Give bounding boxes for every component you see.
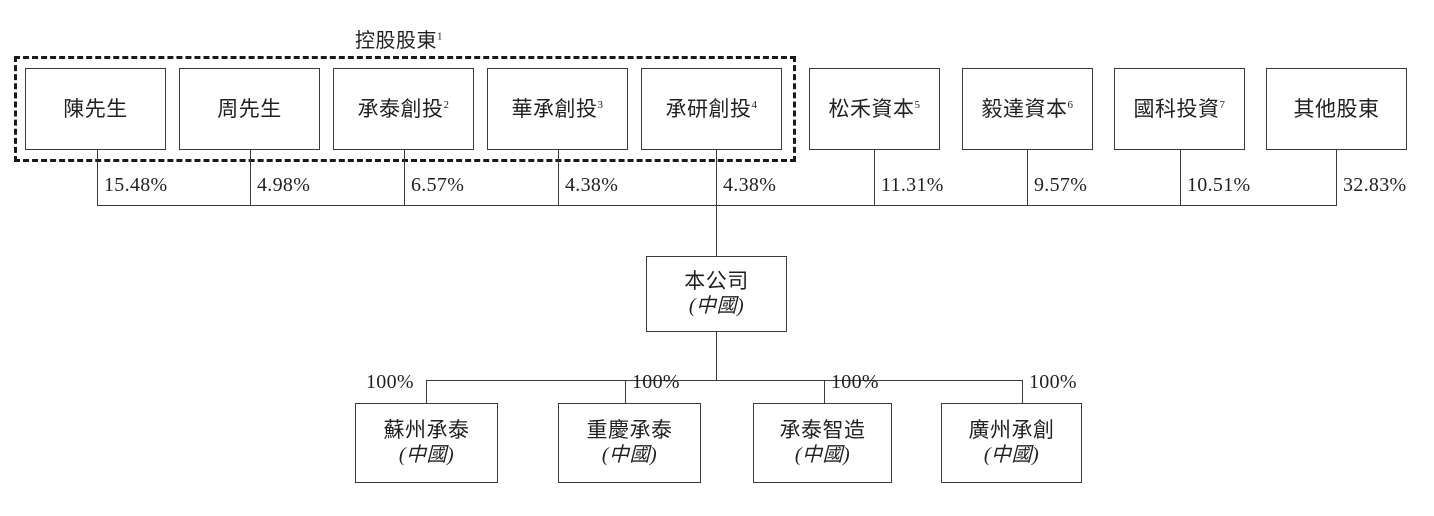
shareholder-footnote: 6: [1067, 98, 1074, 111]
controlling-shareholder-group-label-text: 控股股東: [355, 30, 437, 52]
controlling-shareholder-group-label: 控股股東1: [355, 24, 443, 53]
subsidiary-name: 承泰智造: [779, 418, 866, 443]
subsidiary-jurisdiction: (中國): [983, 444, 1040, 467]
connector-drop-chen: [97, 150, 98, 205]
shareholder-footnote: 7: [1219, 98, 1226, 111]
subsidiary-box-suzhou-chengtai[interactable]: 蘇州承泰 (中國): [355, 403, 498, 483]
shareholder-name: 承研創投4: [666, 97, 758, 122]
subsidiary-percent-chengtai-zhizao: 100%: [831, 371, 879, 393]
shareholder-name-text: 周先生: [217, 96, 282, 121]
subsidiary-name: 蘇州承泰: [383, 418, 470, 443]
shareholder-box-zhou[interactable]: 周先生: [179, 68, 320, 150]
shareholder-box-other-shareholders[interactable]: 其他股東: [1266, 68, 1407, 150]
company-name: 本公司: [684, 269, 749, 294]
subsidiary-jurisdiction: (中國): [601, 444, 658, 467]
connector-drop-yida-capital: [1027, 150, 1028, 205]
shareholder-box-chengtai-vc[interactable]: 承泰創投2: [333, 68, 474, 150]
ownership-percent-chen: 15.48%: [104, 174, 168, 196]
shareholder-name: 其他股東: [1294, 97, 1380, 122]
shareholder-name-text: 承研創投: [665, 96, 752, 121]
subsidiary-percent-chongqing-chengtai: 100%: [632, 371, 680, 393]
subsidiary-box-chongqing-chengtai[interactable]: 重慶承泰 (中國): [558, 403, 701, 483]
shareholder-box-guoke-investment[interactable]: 國科投資7: [1114, 68, 1245, 150]
controlling-shareholder-group-footnote: 1: [437, 30, 443, 43]
shareholder-name: 華承創投3: [512, 97, 604, 122]
shareholder-box-songhe-capital[interactable]: 松禾資本5: [809, 68, 940, 150]
ownership-percent-chengtai-vc: 6.57%: [411, 174, 465, 196]
connector-company-to-subsidiary-bus: [716, 332, 717, 380]
subsidiary-name: 廣州承創: [968, 418, 1055, 443]
shareholder-footnote: 2: [443, 98, 450, 111]
connector-drop-chongqing-chengtai: [625, 380, 626, 403]
shareholder-footnote: 3: [597, 98, 604, 111]
shareholder-box-huacheng-vc[interactable]: 華承創投3: [487, 68, 628, 150]
shareholder-box-chengyan-vc[interactable]: 承研創投4: [641, 68, 782, 150]
shareholder-footnote: 5: [914, 98, 921, 111]
connector-drop-huacheng-vc: [558, 150, 559, 205]
shareholder-name: 陳先生: [63, 97, 128, 122]
connector-drop-chengtai-vc: [404, 150, 405, 205]
shareholder-name-text: 承泰創投: [357, 96, 444, 121]
subsidiary-name: 重慶承泰: [586, 418, 673, 443]
connector-shareholder-bus: [97, 205, 1337, 206]
connector-drop-chengtai-zhizao: [824, 380, 825, 403]
connector-drop-songhe-capital: [874, 150, 875, 205]
ownership-percent-chengyan-vc: 4.38%: [723, 174, 777, 196]
subsidiary-jurisdiction: (中國): [794, 444, 851, 467]
shareholder-box-chen[interactable]: 陳先生: [25, 68, 166, 150]
shareholder-name: 國科投資7: [1134, 97, 1226, 122]
subsidiary-percent-guangzhou-chengchuang: 100%: [1029, 371, 1077, 393]
shareholder-name: 毅達資本6: [982, 97, 1074, 122]
shareholder-footnote: 4: [751, 98, 758, 111]
ownership-percent-yida-capital: 9.57%: [1034, 174, 1088, 196]
shareholder-name: 承泰創投2: [358, 97, 450, 122]
shareholder-name-text: 華承創投: [511, 96, 598, 121]
ownership-percent-other-shareholders: 32.83%: [1343, 174, 1407, 196]
connector-drop-guoke-investment: [1180, 150, 1181, 205]
connector-drop-suzhou-chengtai: [426, 380, 427, 403]
subsidiary-jurisdiction: (中國): [398, 444, 455, 467]
company-box[interactable]: 本公司 (中國): [646, 256, 787, 332]
shareholder-name-text: 國科投資: [1133, 96, 1220, 121]
subsidiary-box-chengtai-zhizao[interactable]: 承泰智造 (中國): [753, 403, 892, 483]
subsidiary-percent-suzhou-chengtai: 100%: [366, 371, 414, 393]
ownership-percent-zhou: 4.98%: [257, 174, 311, 196]
connector-bus-to-company: [716, 205, 717, 256]
shareholder-name-text: 松禾資本: [828, 96, 915, 121]
shareholder-name: 周先生: [217, 97, 282, 122]
connector-drop-zhou: [250, 150, 251, 205]
ownership-percent-guoke-investment: 10.51%: [1187, 174, 1251, 196]
connector-drop-other-shareholders: [1336, 150, 1337, 205]
connector-drop-guangzhou-chengchuang: [1022, 380, 1023, 403]
shareholder-name-text: 陳先生: [63, 96, 128, 121]
shareholder-name: 松禾資本5: [829, 97, 921, 122]
shareholder-name-text: 毅達資本: [981, 96, 1068, 121]
subsidiary-box-guangzhou-chengchuang[interactable]: 廣州承創 (中國): [941, 403, 1082, 483]
company-jurisdiction: (中國): [688, 295, 745, 318]
shareholder-name-text: 其他股東: [1293, 96, 1380, 121]
ownership-percent-songhe-capital: 11.31%: [881, 174, 944, 196]
ownership-percent-huacheng-vc: 4.38%: [565, 174, 619, 196]
connector-subsidiary-bus: [426, 380, 1022, 381]
shareholder-box-yida-capital[interactable]: 毅達資本6: [962, 68, 1093, 150]
connector-drop-chengyan-vc: [716, 150, 717, 205]
